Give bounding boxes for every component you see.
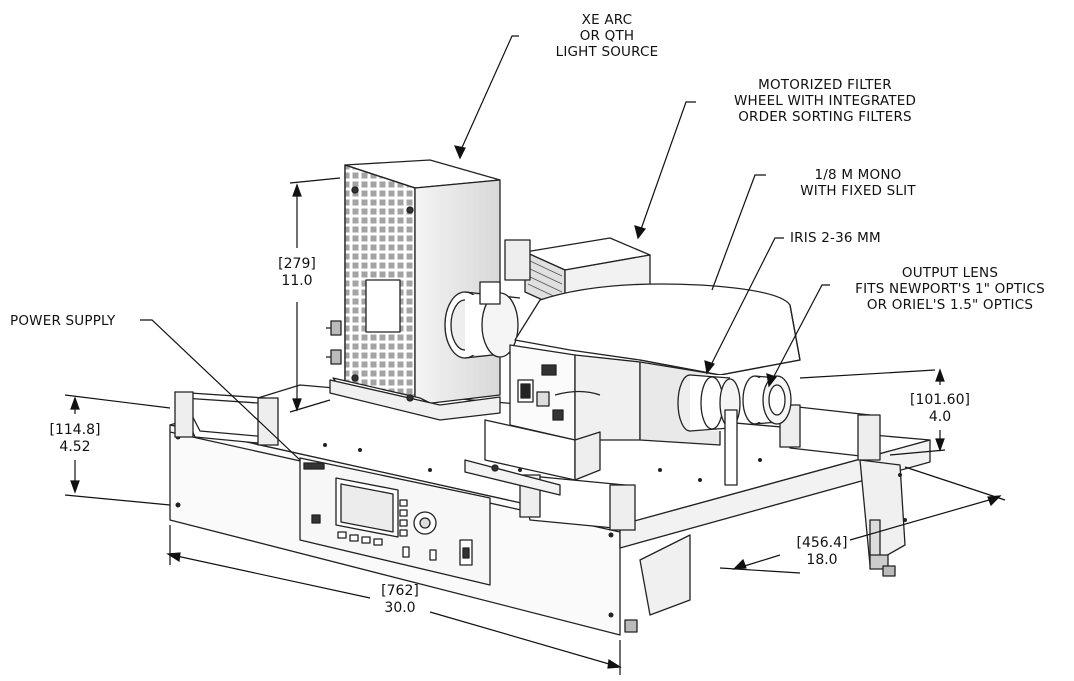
dimension-base-height-in: 4.52: [59, 439, 91, 455]
callout-filter-wheel-line-3: ORDER SORTING FILTERS: [738, 109, 912, 125]
callout-mono: 1/8 M MONO WITH FIXED SLIT: [768, 167, 948, 199]
dimension-depth-in: 18.0: [806, 552, 838, 568]
callout-filter-wheel-line-1: MOTORIZED FILTER: [758, 77, 892, 93]
handle-left: [174, 391, 279, 446]
dimension-lens-height: [101.60] 4.0: [895, 392, 985, 426]
light-source-housing: [326, 159, 501, 421]
dimension-depth-mm: [456.4]: [796, 535, 848, 551]
dimension-depth: [456.4] 18.0: [780, 535, 864, 569]
callout-output-lens-line-2: FITS NEWPORT'S 1" OPTICS: [855, 281, 1045, 297]
handle-right: [779, 404, 881, 461]
callout-iris: IRIS 2-36 MM: [790, 230, 881, 246]
dimension-width-mm: [762]: [381, 583, 419, 599]
callout-mono-line-1: 1/8 M MONO: [814, 167, 902, 183]
callout-light-source-line-3: LIGHT SOURCE: [555, 44, 659, 60]
callout-power-supply: POWER SUPPLY: [10, 313, 116, 329]
callout-output-lens: OUTPUT LENS FITS NEWPORT'S 1" OPTICS OR …: [830, 265, 1070, 313]
callout-light-source-line-2: OR QTH: [579, 28, 635, 44]
callout-light-source-line-1: XE ARC: [581, 12, 633, 28]
dimension-height: [279] 11.0: [262, 256, 332, 290]
dimension-lens-height-mm: [101.60]: [910, 392, 970, 408]
callout-filter-wheel: MOTORIZED FILTER WHEEL WITH INTEGRATED O…: [690, 77, 960, 125]
callout-output-lens-line-3: OR ORIEL'S 1.5" OPTICS: [866, 297, 1034, 313]
input-coupler: [444, 281, 521, 359]
callout-filter-wheel-line-2: WHEEL WITH INTEGRATED: [733, 93, 917, 109]
dimension-width: [762] 30.0: [365, 583, 435, 617]
dimension-base-height: [114.8] 4.52: [38, 422, 112, 456]
dimension-lens-height-in: 4.0: [928, 409, 952, 425]
dimension-height-mm: [279]: [278, 256, 316, 272]
iris-assembly: [677, 374, 741, 486]
callout-light-source: XE ARC OR QTH LIGHT SOURCE: [527, 12, 687, 60]
dimension-height-in: 11.0: [281, 273, 313, 289]
dimension-base-height-mm: [114.8]: [49, 422, 101, 438]
power-supply-panel: [299, 457, 491, 586]
dimension-width-in: 30.0: [384, 600, 416, 616]
leader-lines: [64, 35, 1006, 675]
output-lens: [742, 375, 792, 425]
callout-mono-line-2: WITH FIXED SLIT: [800, 183, 916, 199]
callout-output-lens-line-1: OUTPUT LENS: [901, 265, 999, 281]
